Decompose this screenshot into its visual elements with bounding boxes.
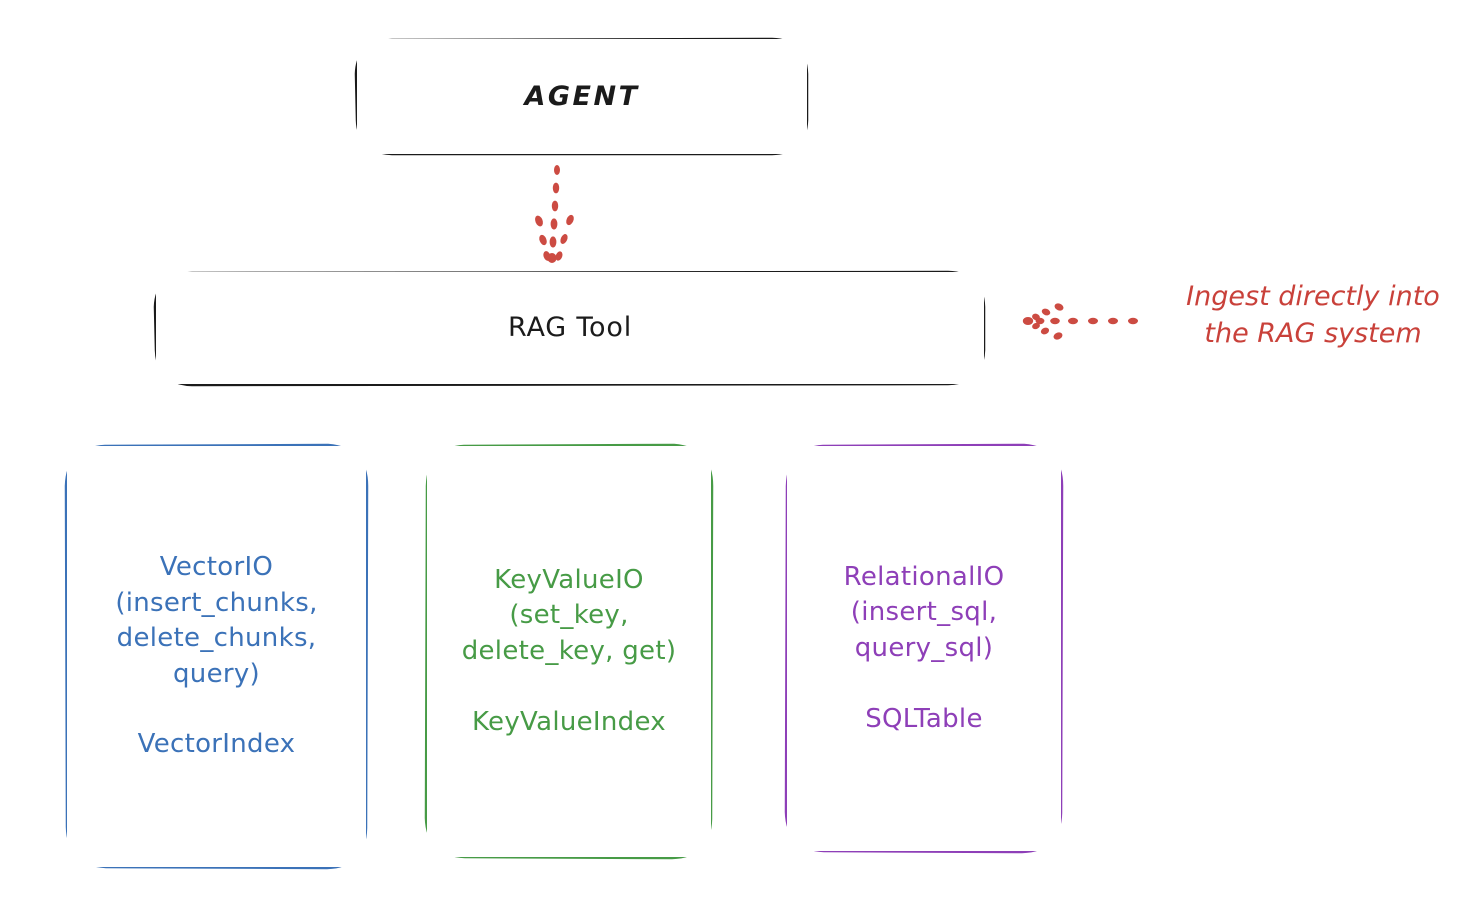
- annotation-ingest-directly: Ingest directly into the RAG system: [1186, 281, 1440, 350]
- node-rag-tool-label: RAG Tool: [507, 312, 632, 344]
- node-rag-tool[interactable]: RAG Tool: [156, 272, 984, 384]
- node-key-value-io[interactable]: KeyValueIO (set_key, delete_key, get) Ke…: [427, 446, 711, 857]
- ingest-to-rag-tool-arrow: [1022, 303, 1138, 340]
- agent-to-rag-tool-arrow: [535, 165, 574, 263]
- node-vector-io[interactable]: VectorIO (insert_chunks, delete_chunks, …: [67, 446, 366, 867]
- node-relational-io-label: RelationalIO (insert_sql, query_sql) SQL…: [843, 562, 1005, 734]
- node-relational-io[interactable]: RelationalIO (insert_sql, query_sql) SQL…: [787, 446, 1061, 851]
- node-vector-io-label: VectorIO (insert_chunks, delete_chunks, …: [115, 552, 318, 760]
- node-agent[interactable]: AGENT: [357, 39, 807, 154]
- node-key-value-io-label: KeyValueIO (set_key, delete_key, get) Ke…: [461, 565, 677, 737]
- node-agent-label: AGENT: [524, 80, 640, 112]
